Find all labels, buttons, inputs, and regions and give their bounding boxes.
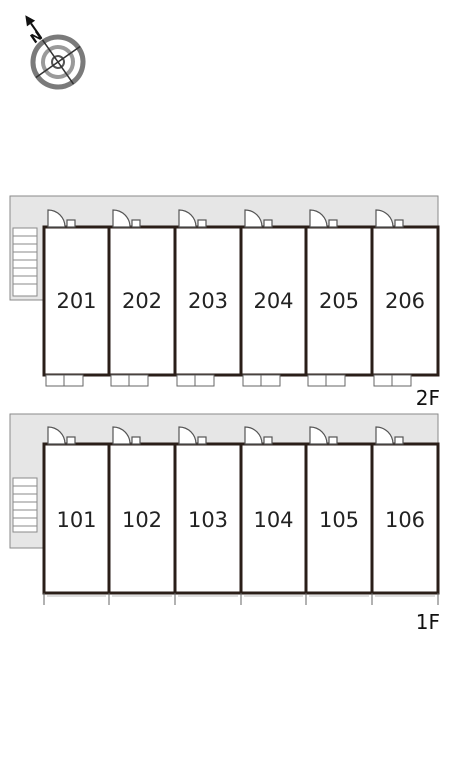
door-icon	[309, 209, 338, 228]
unit-103: 103	[173, 442, 243, 595]
unit-label: 204	[253, 289, 293, 313]
floor-1f: 101 102 103 104 105 106	[9, 413, 440, 634]
unit-label: 201	[56, 289, 96, 313]
floor-label-1f: 1F	[416, 610, 440, 634]
balconies-2f	[45, 374, 412, 387]
unit-202: 202	[107, 225, 177, 377]
unit-label: 104	[253, 508, 293, 532]
door-icon	[309, 426, 338, 445]
door-icon	[375, 209, 404, 228]
door-icon	[47, 426, 76, 445]
unit-label: 102	[122, 508, 162, 532]
unit-206: 206	[370, 225, 440, 377]
door-icon	[178, 426, 207, 445]
doors-2f	[47, 209, 404, 228]
door-icon	[375, 426, 404, 445]
unit-106: 106	[370, 442, 440, 595]
unit-102: 102	[107, 442, 177, 595]
unit-201: 201	[42, 225, 111, 377]
stairs-1f	[12, 477, 38, 533]
door-icon	[47, 209, 76, 228]
unit-204: 204	[239, 225, 308, 377]
door-icon	[244, 426, 273, 445]
unit-101: 101	[42, 442, 111, 595]
stairs-2f	[12, 227, 38, 297]
yard-markers-1f	[43, 593, 439, 605]
unit-label: 106	[385, 508, 425, 532]
floor-label-2f: 2F	[416, 386, 440, 410]
unit-label: 203	[188, 289, 228, 313]
compass: N	[25, 15, 86, 90]
unit-105: 105	[304, 442, 374, 595]
unit-104: 104	[239, 442, 308, 595]
unit-label: 101	[56, 508, 96, 532]
door-icon	[244, 209, 273, 228]
door-icon	[112, 426, 141, 445]
unit-label: 205	[319, 289, 359, 313]
unit-label: 202	[122, 289, 162, 313]
doors-1f	[47, 426, 404, 445]
unit-label: 206	[385, 289, 425, 313]
unit-label: 103	[188, 508, 228, 532]
door-icon	[178, 209, 207, 228]
unit-label: 105	[319, 508, 359, 532]
floor-2f: 201 202 203 204 205 206	[9, 195, 440, 410]
unit-205: 205	[304, 225, 374, 377]
door-icon	[112, 209, 141, 228]
compass-rose-icon	[25, 15, 86, 90]
unit-203: 203	[173, 225, 243, 377]
